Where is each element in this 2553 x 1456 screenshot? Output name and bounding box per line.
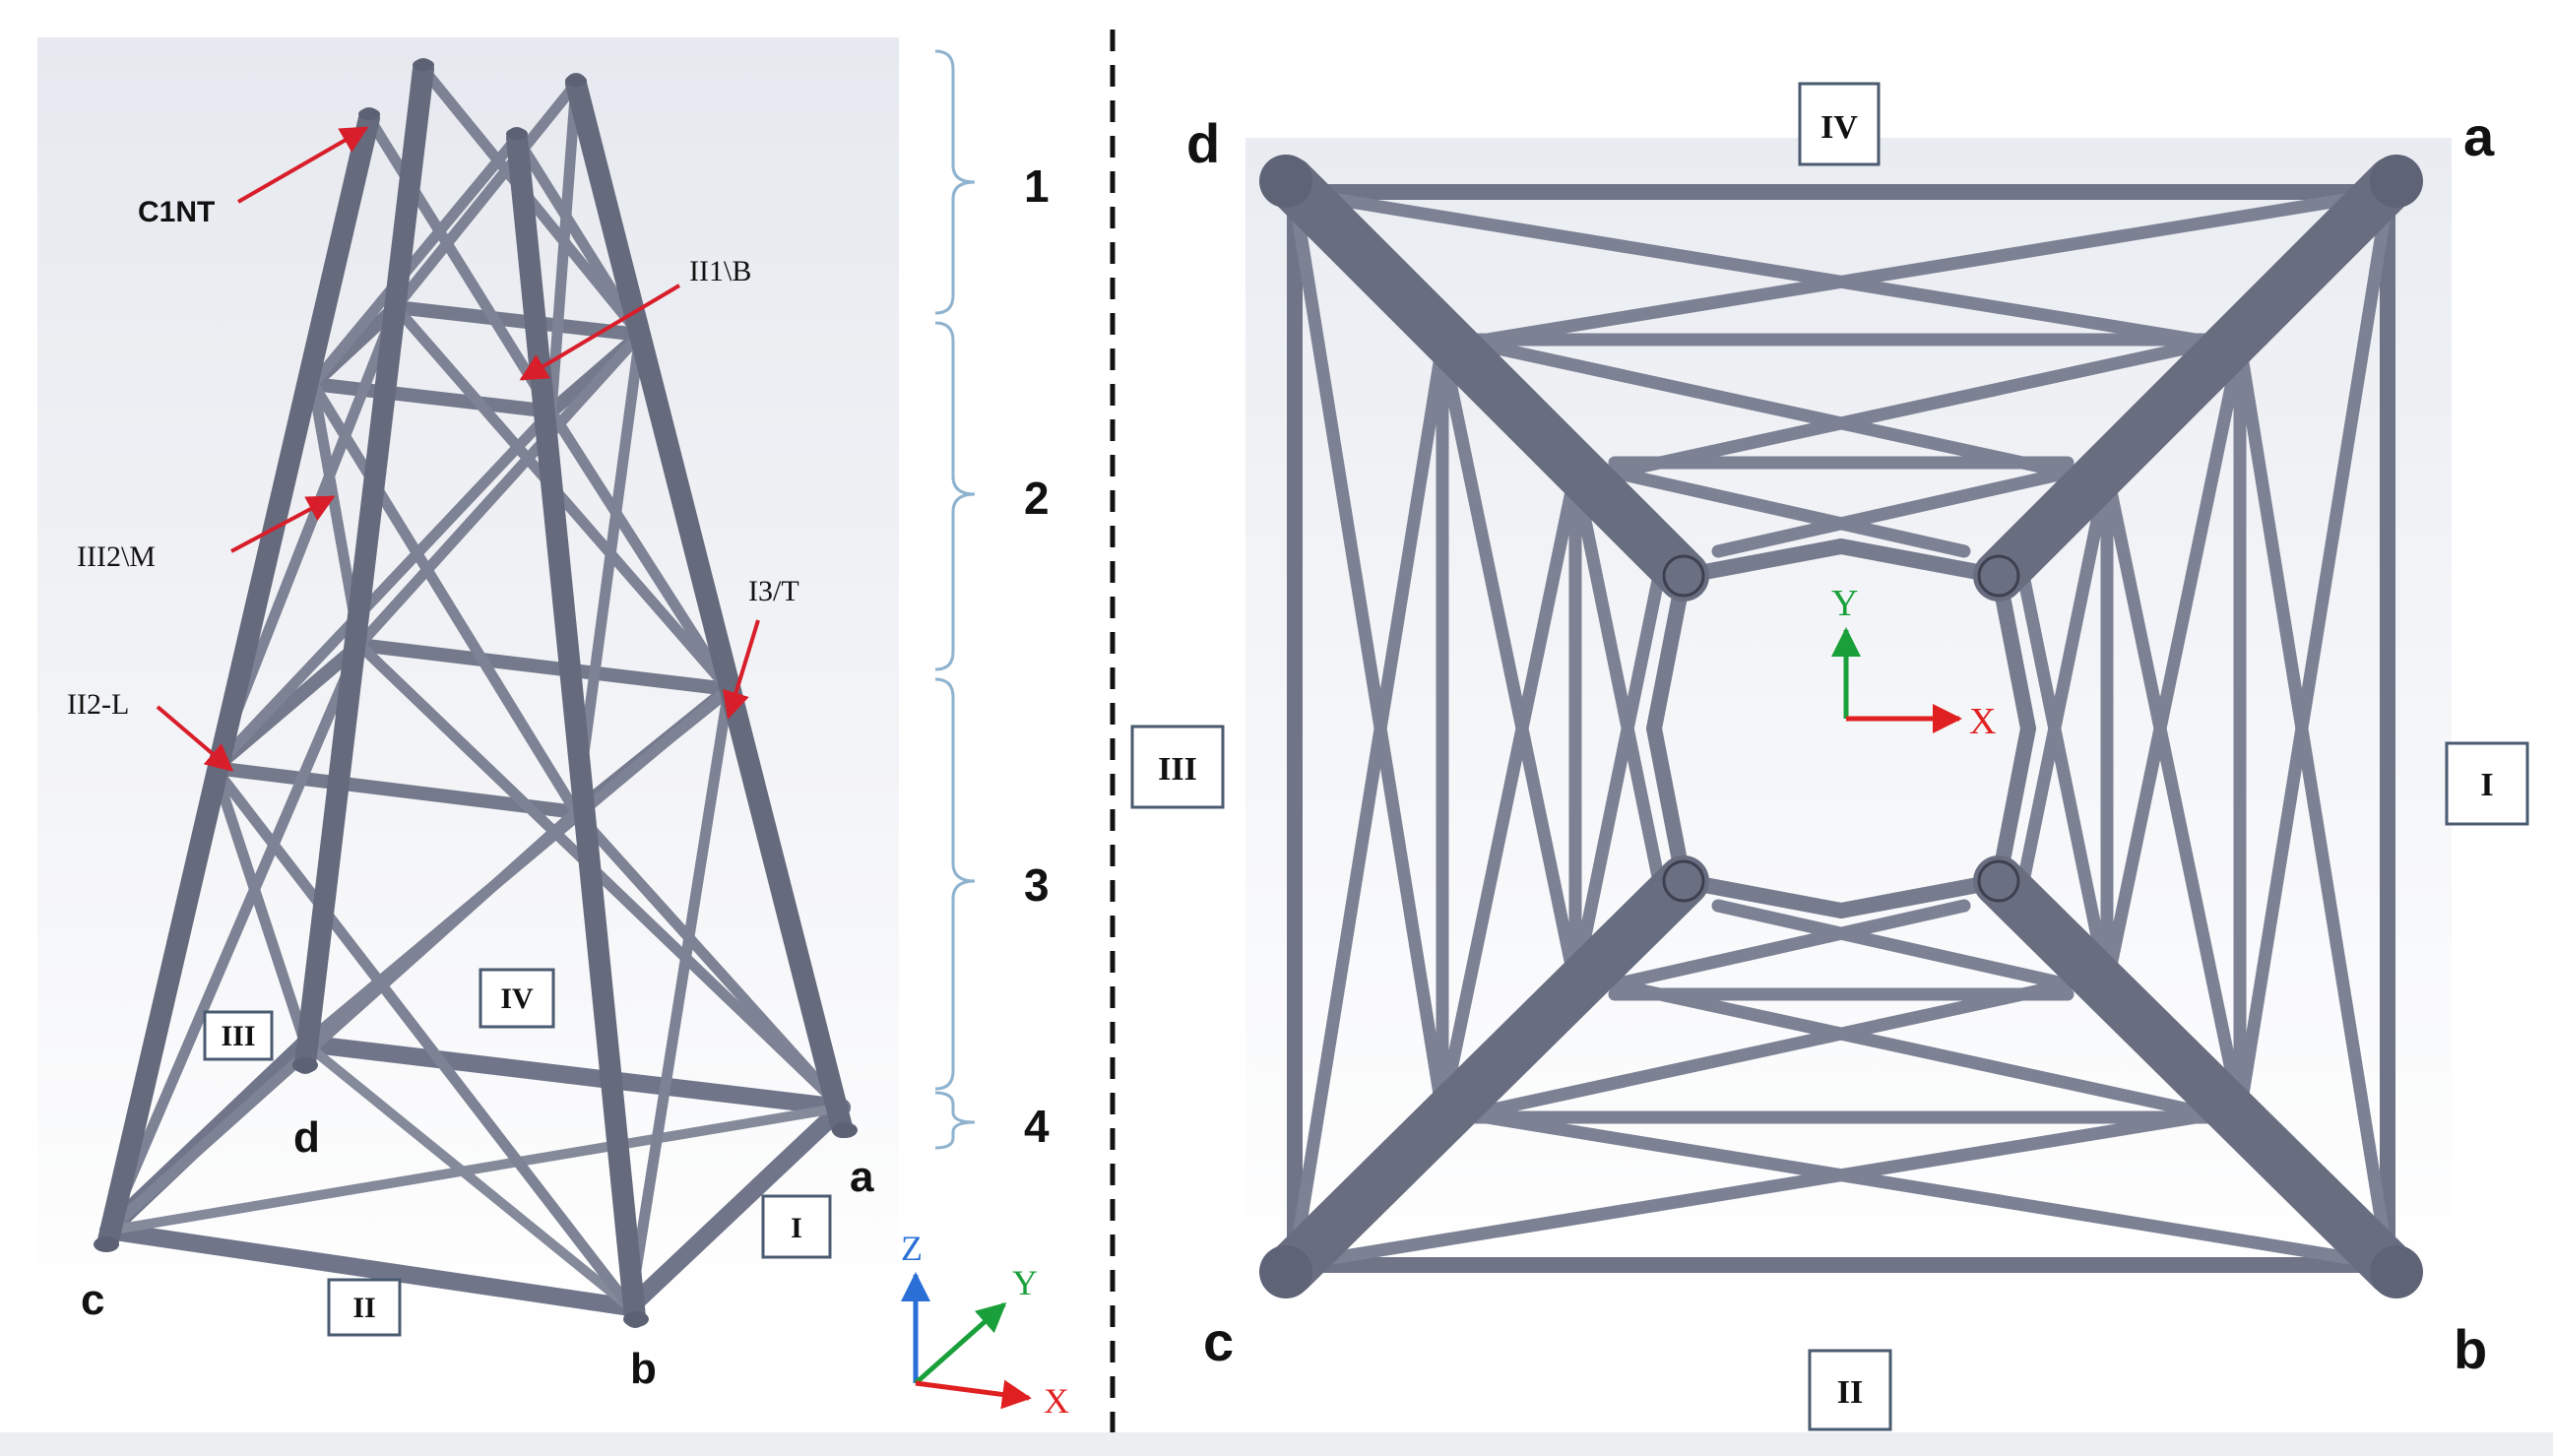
face-label-box <box>203 1010 274 1061</box>
leg-b-top <box>1973 855 2418 1296</box>
callout-ii1b: II1\B <box>689 255 751 287</box>
corner-label-a: a <box>850 1153 874 1201</box>
axis-x-label: X <box>1044 1381 1069 1421</box>
segment-1: 1 <box>1024 160 1050 212</box>
main-legs <box>97 58 853 1328</box>
callout-arrows <box>156 126 760 772</box>
axes-2d: Y X <box>1831 583 1996 742</box>
bottom-diagonals <box>103 1039 847 1312</box>
axis-z-label: Z <box>901 1229 923 1268</box>
face-label-iv: IV <box>500 982 534 1015</box>
face-label-box <box>479 968 555 1029</box>
axis-y-label: Y <box>1012 1263 1038 1302</box>
corner-label-b: b <box>630 1345 657 1393</box>
top-face-label-i: I <box>2480 767 2493 803</box>
outer-frame <box>1277 184 2400 1273</box>
callout-c1nt: C1NT <box>138 196 215 228</box>
leg-ends <box>1259 155 2423 1298</box>
face-label-box <box>327 1278 402 1337</box>
top-corner-a: a <box>2463 105 2495 167</box>
top-axis-x-label: X <box>1969 701 1996 742</box>
face-i-bracing <box>2011 190 2394 1267</box>
face-label-box <box>1798 82 1881 166</box>
corner-label-d: d <box>293 1113 320 1162</box>
leg-c-top <box>1264 855 1709 1296</box>
callout-iii2m: III2\M <box>77 540 156 573</box>
member <box>296 1035 851 1116</box>
face-iv-bracing <box>1283 185 2399 558</box>
segment-4: 4 <box>1024 1101 1050 1152</box>
member <box>99 1222 639 1316</box>
face-label-iii: III <box>221 1020 255 1052</box>
leg-c <box>97 107 380 1251</box>
inner-leg-ends <box>1662 554 2020 903</box>
bottom-bar <box>0 1432 2553 1456</box>
leg-a <box>565 73 853 1138</box>
axes-3d: Z Y X <box>901 1229 1069 1421</box>
face-iii-bracing <box>1288 190 1671 1267</box>
top-face-label-iv: IV <box>1820 109 1858 146</box>
corner-label-c: c <box>81 1276 104 1324</box>
callout-ii2l: II2-L <box>67 688 129 721</box>
inner-ring <box>1646 538 2036 918</box>
left-view-background <box>37 37 899 1347</box>
face-label-box <box>1808 1349 1892 1431</box>
segment-brackets <box>934 49 976 1150</box>
leg-caps <box>94 59 858 1327</box>
segment-labels: 1 2 3 4 <box>1024 160 1050 1152</box>
top-axis-y-label: Y <box>1831 583 1858 624</box>
leg-b <box>506 127 646 1328</box>
callout-i3t: I3/T <box>748 575 799 607</box>
face-label-ii: II <box>352 1292 375 1324</box>
x-bracing <box>102 63 848 1313</box>
leg-d-top <box>1264 157 1709 601</box>
face-label-i: I <box>791 1212 802 1244</box>
top-corner-c: c <box>1203 1310 1234 1372</box>
leg-d <box>294 58 434 1074</box>
top-face-label-iii: III <box>1158 751 1197 788</box>
tower-3d-view <box>94 58 858 1328</box>
member <box>621 1099 851 1316</box>
segment-3: 3 <box>1024 859 1050 911</box>
leg-projections <box>1264 157 2418 1296</box>
leg-a-top <box>1973 157 2418 601</box>
face-label-box <box>2445 741 2529 826</box>
face-label-box <box>1130 725 1225 809</box>
top-corner-b: b <box>2454 1318 2487 1380</box>
top-face-label-ii: II <box>1837 1374 1863 1411</box>
face-ii-bracing <box>1283 899 2399 1272</box>
left-labels: C1NT II1\B III2\M I3/T II2-L III IV I II… <box>67 196 1069 1421</box>
face-label-box <box>761 1194 832 1259</box>
tower-top-view <box>1259 155 2423 1298</box>
top-corner-d: d <box>1186 112 1220 174</box>
segment-2: 2 <box>1024 473 1050 524</box>
right-labels: d a c b IV III I II Y X <box>1130 82 2529 1431</box>
